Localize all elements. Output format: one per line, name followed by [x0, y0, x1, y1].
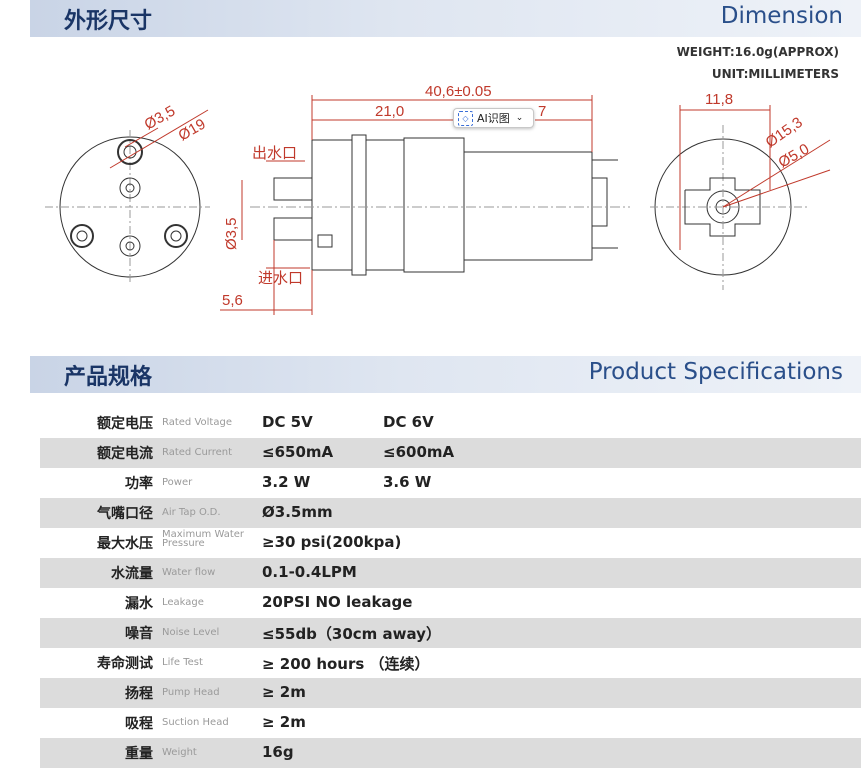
spec-row: 漏水 Leakage 20PSI NO leakage	[40, 588, 861, 618]
front-view-inlet-side	[45, 109, 210, 284]
dim-length-total: 40,6±0.05	[425, 83, 492, 100]
spec-label-en: Rated Voltage	[162, 417, 232, 428]
dim-d3-5-left: Ø3,5	[142, 102, 179, 133]
spec-label-en: Leakage	[162, 597, 204, 608]
spec-row: 重量 Weight 16g	[40, 738, 861, 768]
dim-5-6: 5,6	[222, 292, 243, 309]
spec-label-zh: 漏水	[125, 596, 153, 612]
specs-title-zh: 产品规格	[64, 365, 153, 390]
spec-value-1: ≥ 2m	[262, 683, 306, 701]
spec-value-1: Ø3.5mm	[262, 503, 333, 521]
spec-label-en: Rated Current	[162, 447, 233, 458]
rear-view-motor	[650, 105, 831, 290]
spec-row: 最大水压 Maximum Water Pressure ≥30 psi(200k…	[40, 528, 861, 558]
spec-label-en: Life Test	[162, 657, 203, 668]
outlet-label: 出水口	[252, 145, 297, 162]
spec-label-en: Suction Head	[162, 717, 229, 728]
spec-value-1: 16g	[262, 743, 294, 761]
spec-row: 寿命测试 Life Test ≥ 200 hours （连续）	[40, 648, 861, 678]
spec-label-en: Noise Level	[162, 627, 220, 638]
spec-value-1: DC 5V	[262, 413, 313, 431]
spec-value-2: 3.6 W	[383, 473, 432, 491]
dimension-header: 外形尺寸 Dimension	[30, 0, 861, 37]
dimension-title-en: Dimension	[720, 3, 843, 29]
specs-table: 额定电压 Rated Voltage DC 5V DC 6V 额定电流 Rate…	[40, 408, 861, 768]
spec-label-zh: 噪音	[125, 626, 153, 642]
dimension-title-zh: 外形尺寸	[64, 9, 153, 34]
spec-value-2: ≤600mA	[383, 443, 455, 461]
spec-row: 气嘴口径 Air Tap O.D. Ø3.5mm	[40, 498, 861, 528]
spec-value-1: ≥ 200 hours （连续）	[262, 655, 430, 673]
spec-value-1: ≤55db（30cm away）	[262, 625, 441, 643]
spec-label-en: Air Tap O.D.	[162, 507, 221, 518]
spec-row: 额定电压 Rated Voltage DC 5V DC 6V	[40, 408, 861, 438]
spec-value-1: 3.2 W	[262, 473, 311, 491]
spec-label-zh: 重量	[125, 746, 153, 762]
spec-label-zh: 扬程	[125, 686, 153, 702]
dim-length-21: 21,0	[375, 103, 404, 120]
ai-recognize-button[interactable]: ◇ AI识图 ⌄	[453, 108, 534, 128]
spec-row: 扬程 Pump Head ≥ 2m	[40, 678, 861, 708]
inlet-label: 进水口	[258, 270, 303, 287]
spec-value-1: ≥ 2m	[262, 713, 306, 731]
spec-label-en: Water flow	[162, 567, 216, 578]
spec-label-zh: 额定电压	[97, 416, 153, 432]
dim-d3-5-side: Ø3,5	[223, 217, 240, 250]
spec-value-1: ≤650mA	[262, 443, 334, 461]
dim-d19: Ø19	[176, 116, 209, 145]
spec-label-en: Weight	[162, 747, 197, 758]
specs-header: 产品规格 Product Specifications	[30, 356, 861, 393]
weight-note: WEIGHT:16.0g(APPROX)	[676, 45, 839, 59]
ai-recognize-label: AI识图	[477, 112, 510, 125]
spec-row: 功率 Power 3.2 W 3.6 W	[40, 468, 861, 498]
side-view-pump	[220, 95, 630, 315]
spec-label-en: Pump Head	[162, 687, 220, 698]
scan-icon: ◇	[458, 110, 473, 126]
unit-note: UNIT:MILLIMETERS	[711, 67, 839, 81]
spec-label-en: Maximum Water Pressure	[162, 529, 245, 549]
dimension-drawing: Ø3,5 Ø19 40,6±0.05 21,0 7 出水口 进水口 Ø3,5 5…	[45, 83, 831, 315]
spec-label-zh: 最大水压	[97, 536, 153, 552]
spec-row: 噪音 Noise Level ≤55db（30cm away）	[40, 618, 861, 648]
spec-value-1: 0.1-0.4LPM	[262, 563, 357, 581]
spec-label-zh: 功率	[125, 476, 153, 492]
dim-length-7: 7	[538, 103, 546, 120]
chevron-down-icon[interactable]: ⌄	[515, 113, 524, 123]
spec-label-en: Power	[162, 477, 193, 488]
spec-value-1: 20PSI NO leakage	[262, 593, 413, 611]
spec-label-zh: 寿命测试	[97, 656, 153, 672]
spec-value-1: ≥30 psi(200kpa)	[262, 533, 402, 551]
spec-label-zh: 气嘴口径	[97, 506, 153, 522]
spec-label-zh: 额定电流	[97, 446, 153, 462]
spec-row: 吸程 Suction Head ≥ 2m	[40, 708, 861, 738]
spec-row: 水流量 Water flow 0.1-0.4LPM	[40, 558, 861, 588]
spec-label-zh: 水流量	[111, 566, 153, 582]
spec-value-2: DC 6V	[383, 413, 434, 431]
spec-row: 额定电流 Rated Current ≤650mA ≤600mA	[40, 438, 861, 468]
dim-11-8: 11,8	[705, 91, 733, 108]
spec-label-zh: 吸程	[125, 716, 153, 732]
specs-title-en: Product Specifications	[588, 359, 843, 385]
